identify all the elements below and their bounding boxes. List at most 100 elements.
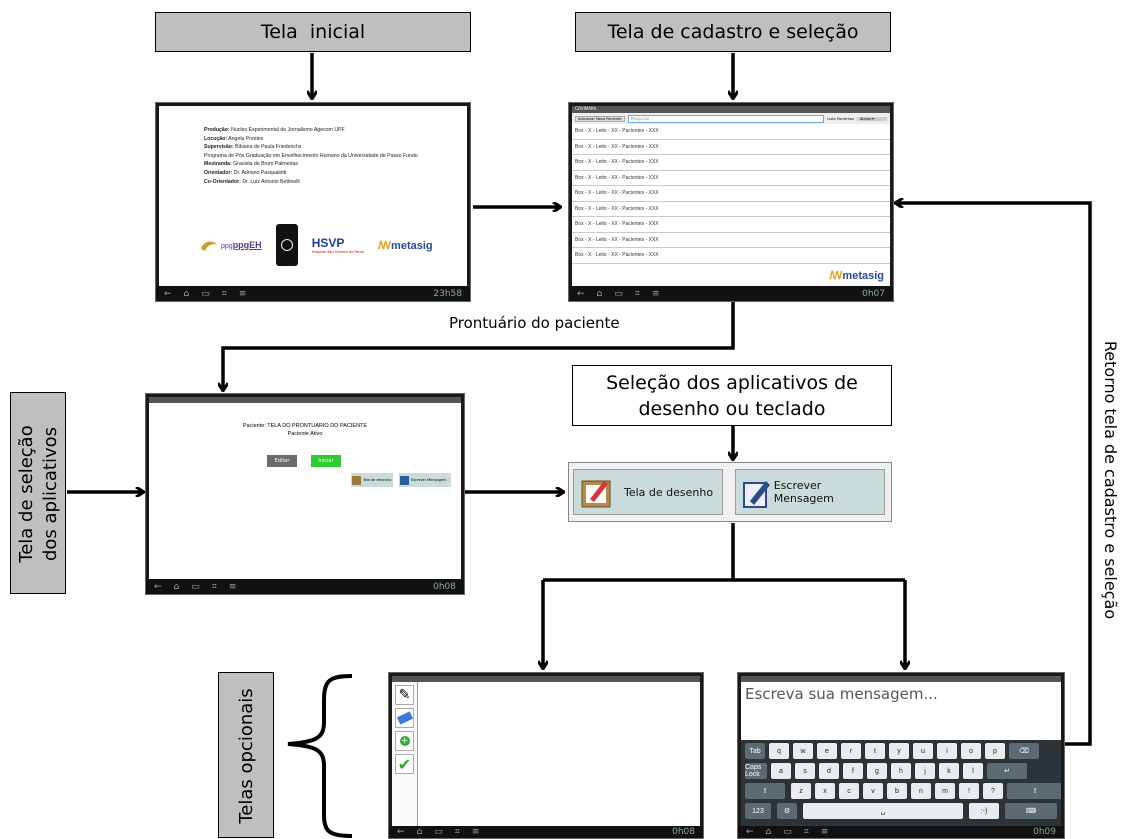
- patient-row[interactable]: Box - X - Leito - XX - Pacientes - XXX: [572, 140, 890, 155]
- phone-head-icon: [280, 239, 293, 251]
- pen-paper-icon: [743, 481, 770, 508]
- message-app-button[interactable]: Escrever Mensagem: [735, 469, 885, 515]
- keyboard-key[interactable]: u: [913, 743, 933, 759]
- home-icon[interactable]: ⌂: [416, 827, 423, 837]
- back-icon[interactable]: ←: [154, 581, 162, 592]
- keyboard-key[interactable]: h: [891, 763, 911, 779]
- keyboard-key[interactable]: v: [863, 783, 883, 799]
- label-tela-cadastro: Tela de cadastro e seleção: [575, 12, 891, 52]
- home-icon[interactable]: ⌂: [765, 827, 772, 837]
- home-icon[interactable]: ⌂: [173, 581, 180, 592]
- backspace-key[interactable]: ⌫: [1009, 743, 1039, 759]
- keyboard-key[interactable]: 123: [745, 803, 771, 819]
- start-button[interactable]: Iniciar: [311, 455, 341, 467]
- patient-row[interactable]: Box - X - Leito - XX - Pacientes - XXX: [572, 124, 890, 140]
- back-icon[interactable]: ←: [577, 288, 585, 299]
- back-icon[interactable]: ←: [746, 827, 754, 837]
- enter-key[interactable]: ↵: [987, 763, 1027, 779]
- app-title-bar: COVIMARA: [572, 106, 890, 113]
- recent-icon[interactable]: ▭: [201, 288, 210, 299]
- add-patient-button[interactable]: Adicionar Novo Paciente: [575, 115, 625, 122]
- message-textarea[interactable]: Escreva sua mensagem...: [745, 685, 938, 703]
- keyboard-key[interactable]: Tab: [745, 743, 765, 759]
- hsvp-logo-subtitle: Hospital São Vicente de Paulo: [311, 250, 364, 254]
- recent-icon[interactable]: ▭: [434, 827, 443, 837]
- keyboard-key[interactable]: :-): [969, 803, 999, 819]
- keyboard-key[interactable]: p: [985, 743, 1005, 759]
- keyboard-key[interactable]: j: [915, 763, 935, 779]
- keyboard-key[interactable]: x: [815, 783, 835, 799]
- app-title-bar: [149, 397, 461, 403]
- screenshot-icon[interactable]: ⌗: [211, 581, 217, 592]
- back-icon[interactable]: ←: [164, 288, 172, 299]
- keyboard-key[interactable]: d: [819, 763, 839, 779]
- patient-row[interactable]: Box - X - Leito - XX - Pacientes - XXX: [572, 202, 890, 217]
- keyboard-key[interactable]: m: [935, 783, 955, 799]
- recent-icon[interactable]: ▭: [783, 827, 792, 837]
- keyboard-key[interactable]: g: [867, 763, 887, 779]
- home-icon[interactable]: ⌂: [596, 288, 603, 299]
- menu-icon[interactable]: ≡: [820, 827, 829, 837]
- keyboard-key[interactable]: w: [793, 743, 813, 759]
- recent-icon[interactable]: ▭: [614, 288, 623, 299]
- menu-icon[interactable]: ≡: [238, 288, 247, 299]
- menu-icon[interactable]: ≡: [471, 827, 480, 837]
- keyboard-key[interactable]: ?: [983, 783, 1003, 799]
- draw-button-small[interactable]: Tela de desenho: [351, 473, 393, 487]
- screenshot-icon[interactable]: ⌗: [454, 827, 460, 837]
- recent-icon[interactable]: ▭: [191, 581, 200, 592]
- keyboard-key[interactable]: !: [959, 783, 979, 799]
- eraser-tool-icon[interactable]: [395, 708, 414, 728]
- keyboard-key[interactable]: r: [841, 743, 861, 759]
- status-filter-select[interactable]: Ativos ▾: [857, 116, 887, 121]
- keyboard-key[interactable]: s: [795, 763, 815, 779]
- menu-icon[interactable]: ≡: [228, 581, 237, 592]
- message-button-small[interactable]: Escrever Mensagem: [399, 473, 451, 487]
- label-tela-cadastro-text: Tela de cadastro e seleção: [607, 21, 859, 43]
- keyboard-key[interactable]: q: [769, 743, 789, 759]
- keyboard-key[interactable]: y: [889, 743, 909, 759]
- screenshot-icon[interactable]: ⌗: [803, 827, 809, 837]
- patient-row[interactable]: Box - X - Leito - XX - Pacientes - XXX: [572, 186, 890, 202]
- keyboard-key[interactable]: t: [865, 743, 885, 759]
- shift-key[interactable]: ⇧: [745, 783, 785, 799]
- shift-key[interactable]: ⇧: [1007, 783, 1061, 799]
- keyboard-key[interactable]: b: [887, 783, 907, 799]
- keyboard-key[interactable]: Caps Lock: [745, 763, 767, 779]
- keyboard-key[interactable]: c: [839, 783, 859, 799]
- check-icon[interactable]: ✔: [395, 754, 414, 774]
- search-input[interactable]: Pesquisar...: [627, 114, 825, 123]
- pencil-tool-icon[interactable]: ✎: [395, 685, 414, 705]
- keyboard-key[interactable]: o: [961, 743, 981, 759]
- space-key[interactable]: ␣: [803, 803, 963, 819]
- keyboard-key[interactable]: a: [771, 763, 791, 779]
- screenshot-icon[interactable]: ⌗: [221, 288, 227, 299]
- keyboard-hide-key[interactable]: ⌨: [1005, 803, 1057, 819]
- screen-drawing: ✎ + ✔ ←⌂▭⌗≡ 0h08: [388, 672, 704, 839]
- edit-button[interactable]: Editar: [267, 455, 297, 467]
- patient-row[interactable]: Box - X - Leito - XX - Pacientes - XXX: [572, 248, 890, 264]
- screenshot-icon[interactable]: ⌗: [634, 288, 640, 299]
- keyboard-key[interactable]: f: [843, 763, 863, 779]
- add-page-icon[interactable]: +: [395, 731, 414, 751]
- settings-key[interactable]: ⚙: [777, 803, 797, 819]
- home-icon[interactable]: ⌂: [183, 288, 190, 299]
- patient-row[interactable]: Box - X - Leito - XX - Pacientes - XXX: [572, 155, 890, 171]
- patient-row[interactable]: Box - X - Leito - XX - Pacientes - XXX: [572, 217, 890, 233]
- draw-app-button[interactable]: Tela de desenho: [573, 469, 723, 515]
- keyboard-key[interactable]: i: [937, 743, 957, 759]
- patient-row[interactable]: Box - X - Leito - XX - Pacientes - XXX: [572, 233, 890, 248]
- keyboard-key[interactable]: n: [911, 783, 931, 799]
- keyboard-key[interactable]: l: [963, 763, 983, 779]
- label-retorno-text: Retorno tela de cadastro e seleção: [1101, 340, 1120, 620]
- menu-icon[interactable]: ≡: [651, 288, 660, 299]
- keyboard-key[interactable]: e: [817, 743, 837, 759]
- drawing-canvas[interactable]: [419, 682, 700, 826]
- patient-row[interactable]: Box - X - Leito - XX - Pacientes - XXX: [572, 171, 890, 186]
- keyboard-key[interactable]: k: [939, 763, 959, 779]
- logo-row: ppgppgEH HSVP Hospital São Vicente de Pa…: [199, 224, 433, 266]
- draw-button-small-label: Tela de desenho: [363, 478, 392, 482]
- keyboard-key[interactable]: z: [791, 783, 811, 799]
- android-navbar: ←⌂▭⌗≡ 23h58: [156, 286, 470, 301]
- back-icon[interactable]: ←: [397, 827, 405, 837]
